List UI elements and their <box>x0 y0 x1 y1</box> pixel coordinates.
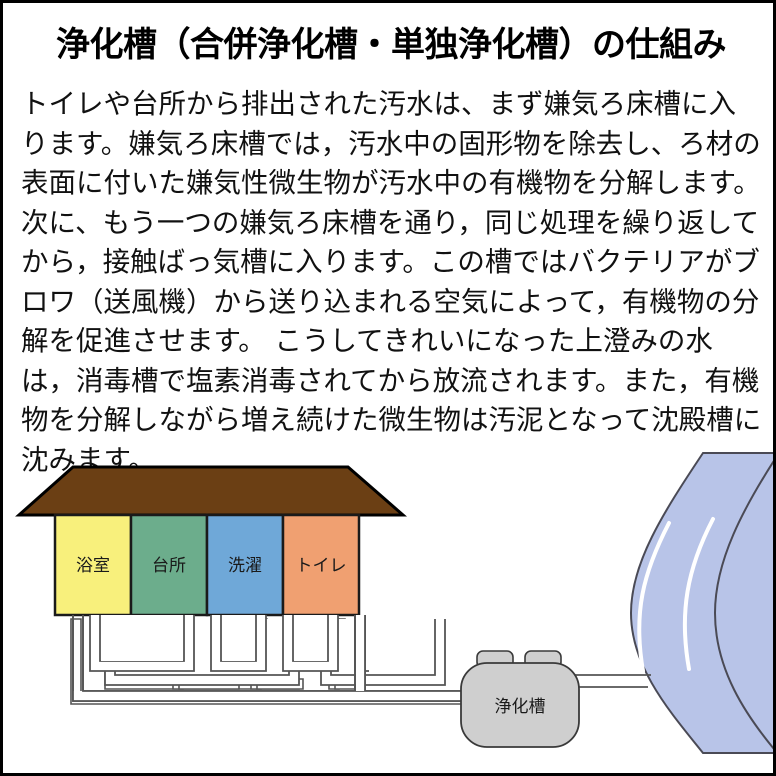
body-paragraph: トイレや台所から排出された汚水は、まず嫌気ろ床槽に入ります。嫌気ろ床槽では，汚水… <box>21 88 762 476</box>
room-label-bathroom: 浴室 <box>76 556 110 576</box>
page-title: 浄化槽（合併浄化槽・単独浄化槽）の仕組み <box>56 27 727 64</box>
septic-tank: 浄化槽 <box>460 650 580 748</box>
room-label-toilet: トイレ <box>296 556 347 576</box>
room-toilet <box>281 513 361 617</box>
river-flow-line-2 <box>682 517 715 671</box>
room-label-laundry: 洗濯 <box>228 556 262 576</box>
room-bathroom <box>53 513 133 617</box>
river <box>629 452 773 754</box>
room-kitchen <box>129 513 209 617</box>
tank-label: 浄化槽 <box>495 697 546 717</box>
tank-body <box>460 662 580 748</box>
house: 浴室 台所 洗濯 トイレ <box>15 465 407 617</box>
river-flow-line-1 <box>637 521 671 673</box>
room-label-kitchen: 台所 <box>152 556 186 576</box>
body-text: トイレや台所から排出された汚水は、まず嫌気ろ床槽に入ります。嫌気ろ床槽では，汚水… <box>21 85 763 480</box>
drain-pipe-network <box>72 615 651 702</box>
roof <box>15 465 407 517</box>
septic-system-diagram: 浴室 台所 洗濯 トイレ <box>3 423 773 773</box>
